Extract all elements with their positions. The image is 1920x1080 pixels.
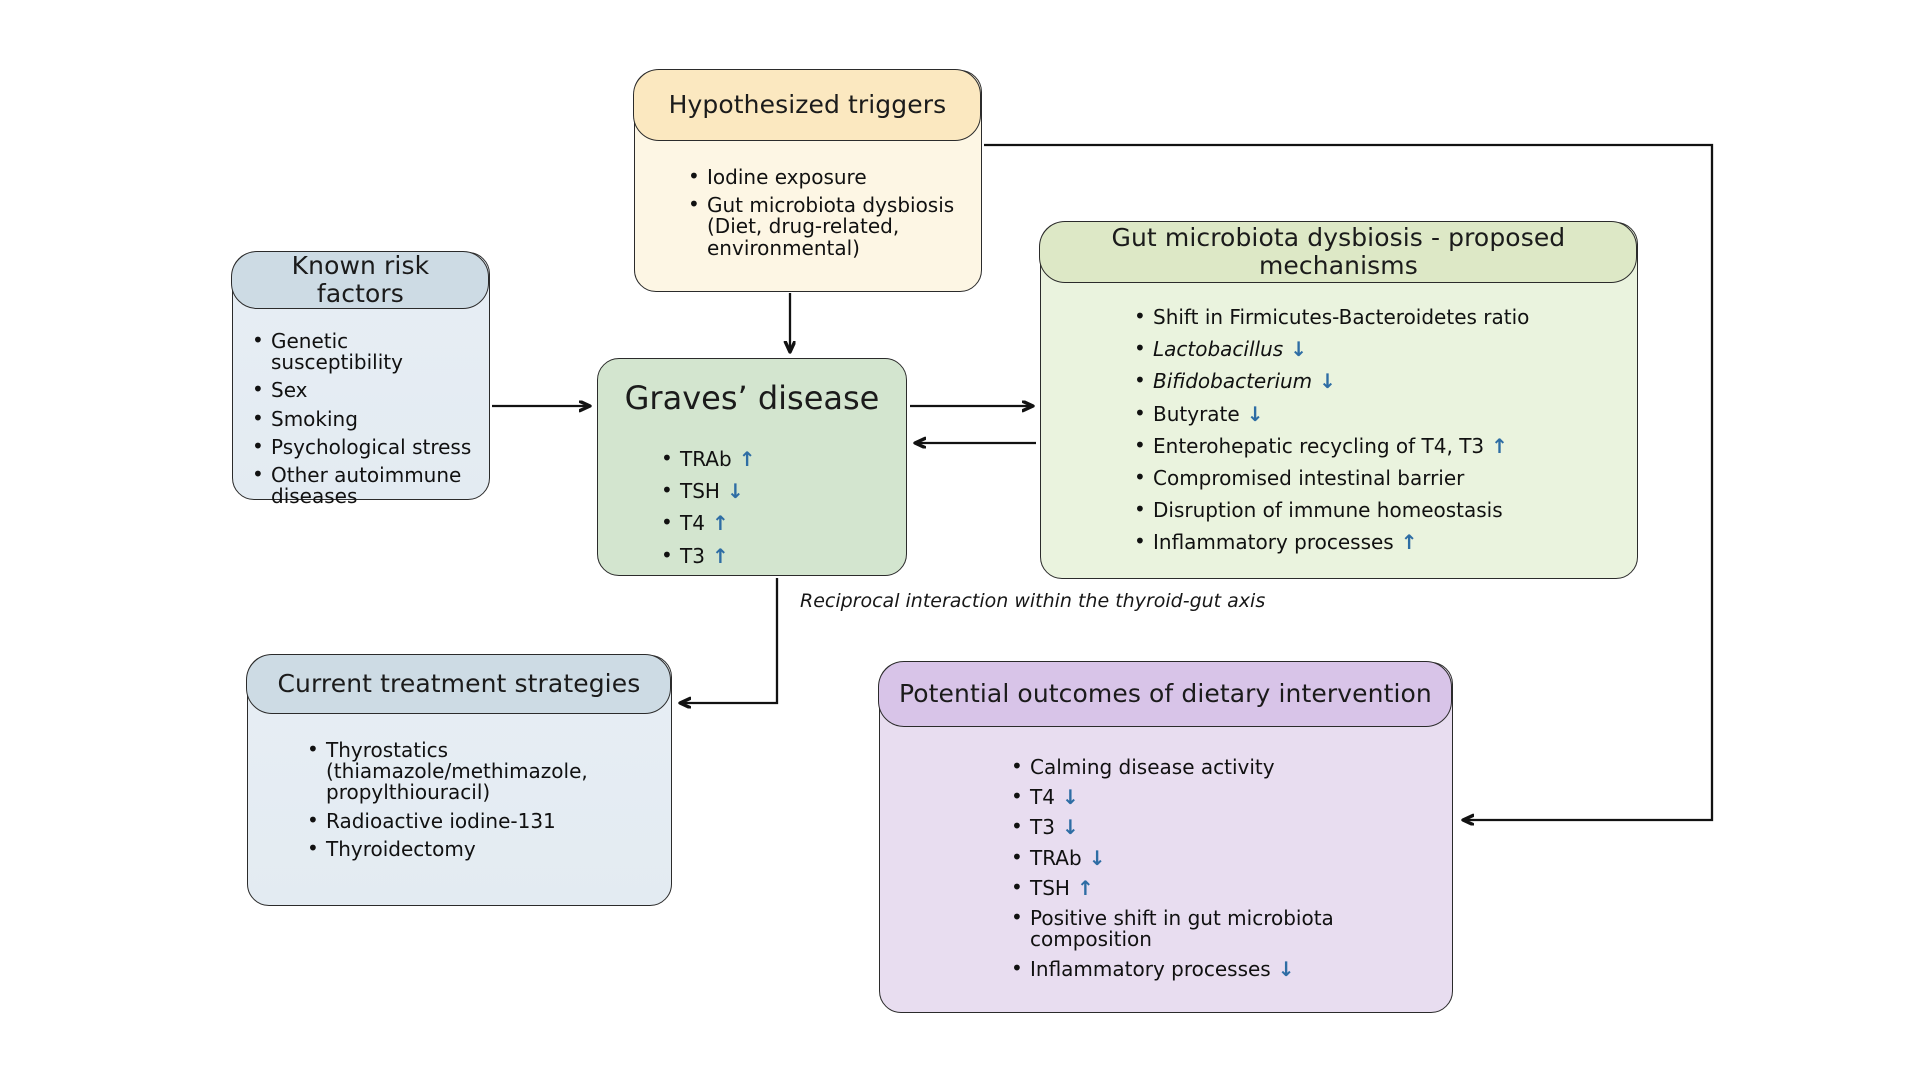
list-item: Radioactive iodine-131 xyxy=(306,810,657,832)
list-item-label: Bifidobacterium xyxy=(1153,369,1313,394)
list-item: Bifidobacterium xyxy=(1133,369,1625,394)
edge-graves-to-treatment xyxy=(680,578,779,703)
list-item: TRAb xyxy=(660,447,896,471)
list-item: Lactobacillus xyxy=(1133,337,1625,362)
arrow-up-icon xyxy=(1077,878,1094,899)
list-item: Sex xyxy=(251,379,479,401)
list-item: Other autoimmune diseases xyxy=(251,464,479,507)
list-item: Positive shift in gut microbiota composi… xyxy=(1010,905,1440,952)
list-item-label: Lactobacillus xyxy=(1153,337,1284,362)
node-graves-disease-body: TRAbTSH T4T3 xyxy=(598,431,906,575)
node-potential-outcomes: Potential outcomes of dietary interventi… xyxy=(878,661,1453,1013)
list-item: Inflammatory processes xyxy=(1133,530,1625,555)
node-gut-microbiota-dysbiosis-title: Gut microbiota dysbiosis - proposed mech… xyxy=(1039,221,1638,284)
list-item-label: Shift in Firmicutes-Bacteroidetes ratio xyxy=(1153,305,1530,329)
arrow-up-icon xyxy=(1401,532,1418,553)
risk-factors-list: Genetic susceptibility Sex Smoking Psych… xyxy=(251,330,479,514)
node-current-treatment-strategies-body: Thyrostatics (thiamazole/methimazole, pr… xyxy=(248,716,671,905)
node-current-treatment-strategies: Current treatment strategies Thyrostatic… xyxy=(246,654,672,906)
list-item: Iodine exposure xyxy=(687,166,967,188)
list-item-label: Butyrate xyxy=(1153,401,1240,426)
arrow-down-icon xyxy=(727,481,744,502)
node-gut-microbiota-dysbiosis-body: Shift in Firmicutes-Bacteroidetes ratioL… xyxy=(1041,285,1637,578)
list-item-label: Compromised intestinal barrier xyxy=(1153,465,1465,490)
list-item: Calming disease activity xyxy=(1010,755,1440,779)
node-hypothesized-triggers-body: Iodine exposure Gut microbiota dysbiosis… xyxy=(635,143,981,291)
list-item: T3 xyxy=(1010,815,1440,840)
list-item: Psychological stress xyxy=(251,436,479,458)
node-known-risk-factors: Known risk factors Genetic susceptibilit… xyxy=(231,251,490,507)
list-item: T4 xyxy=(1010,785,1440,810)
node-potential-outcomes-title: Potential outcomes of dietary interventi… xyxy=(878,661,1453,728)
arrow-down-icon xyxy=(1319,371,1336,392)
node-graves-disease-title: Graves’ disease xyxy=(624,379,880,417)
list-item: TRAb xyxy=(1010,845,1440,870)
list-item: TSH xyxy=(660,479,896,504)
list-item: TSH xyxy=(1010,875,1440,900)
list-item: Smoking xyxy=(251,408,479,430)
node-graves-disease: Graves’ disease TRAbTSH T4T3 xyxy=(597,358,907,576)
list-item: Inflammatory processes xyxy=(1010,957,1440,982)
arrow-down-icon xyxy=(1278,959,1295,980)
gut-mechanisms-list: Shift in Firmicutes-Bacteroidetes ratioL… xyxy=(1133,305,1625,565)
list-item-label: Calming disease activity xyxy=(1030,755,1275,779)
list-item-label: T3 xyxy=(1030,815,1055,840)
list-item-label: Positive shift in gut microbiota composi… xyxy=(1030,905,1334,952)
list-item: T4 xyxy=(660,511,896,536)
list-item-label: TRAb xyxy=(1030,845,1082,870)
list-item: Disruption of immune homeostasis xyxy=(1133,498,1625,523)
list-item-label: T4 xyxy=(1030,785,1055,810)
node-known-risk-factors-title: Known risk factors xyxy=(231,251,490,310)
node-current-treatment-strategies-title: Current treatment strategies xyxy=(246,654,672,715)
node-hypothesized-triggers-title: Hypothesized triggers xyxy=(633,69,982,142)
list-item-label: TSH xyxy=(680,479,720,504)
list-item: Gut microbiota dysbiosis (Diet, drug-rel… xyxy=(687,194,967,259)
arrow-up-icon xyxy=(712,546,729,567)
treatment-list: Thyrostatics (thiamazole/methimazole, pr… xyxy=(306,739,657,867)
list-item: T3 xyxy=(660,543,896,568)
list-item-label: Inflammatory processes xyxy=(1030,957,1271,982)
arrow-up-icon xyxy=(739,449,756,470)
arrow-down-icon xyxy=(1062,787,1079,808)
list-item: Enterohepatic recycling of T4, T3 xyxy=(1133,433,1625,458)
node-gut-microbiota-dysbiosis: Gut microbiota dysbiosis - proposed mech… xyxy=(1039,221,1638,579)
outcomes-list: Calming disease activityT4T3TRAbTSH Posit… xyxy=(1010,755,1440,990)
node-known-risk-factors-body: Genetic susceptibility Sex Smoking Psych… xyxy=(233,311,489,507)
list-item: Shift in Firmicutes-Bacteroidetes ratio xyxy=(1133,305,1625,329)
list-item-label: Inflammatory processes xyxy=(1153,530,1394,555)
list-item: Butyrate xyxy=(1133,401,1625,426)
arrow-down-icon xyxy=(1089,848,1106,869)
list-item-label: Enterohepatic recycling of T4, T3 xyxy=(1153,433,1485,458)
list-item-label: TSH xyxy=(1030,875,1070,900)
node-hypothesized-triggers: Hypothesized triggers Iodine exposure Gu… xyxy=(633,69,982,292)
arrow-down-icon xyxy=(1290,339,1307,360)
list-item: Genetic susceptibility xyxy=(251,330,479,373)
list-item-label: T4 xyxy=(680,511,705,536)
arrow-up-icon xyxy=(1491,436,1508,457)
list-item: Thyrostatics (thiamazole/methimazole, pr… xyxy=(306,739,657,804)
list-item-label: Disruption of immune homeostasis xyxy=(1153,498,1503,523)
list-item-label: T3 xyxy=(680,543,705,568)
arrow-down-icon xyxy=(1247,404,1264,425)
arrow-down-icon xyxy=(1062,817,1079,838)
arrow-up-icon xyxy=(712,513,729,534)
list-item: Compromised intestinal barrier xyxy=(1133,465,1625,490)
reciprocal-interaction-caption: Reciprocal interaction within the thyroi… xyxy=(800,590,1266,612)
list-item-label: TRAb xyxy=(680,447,732,471)
triggers-list: Iodine exposure Gut microbiota dysbiosis… xyxy=(687,166,967,266)
graves-marker-list: TRAbTSH T4T3 xyxy=(660,447,896,578)
node-potential-outcomes-body: Calming disease activityT4T3TRAbTSH Posit… xyxy=(880,729,1452,1012)
list-item: Thyroidectomy xyxy=(306,838,657,860)
